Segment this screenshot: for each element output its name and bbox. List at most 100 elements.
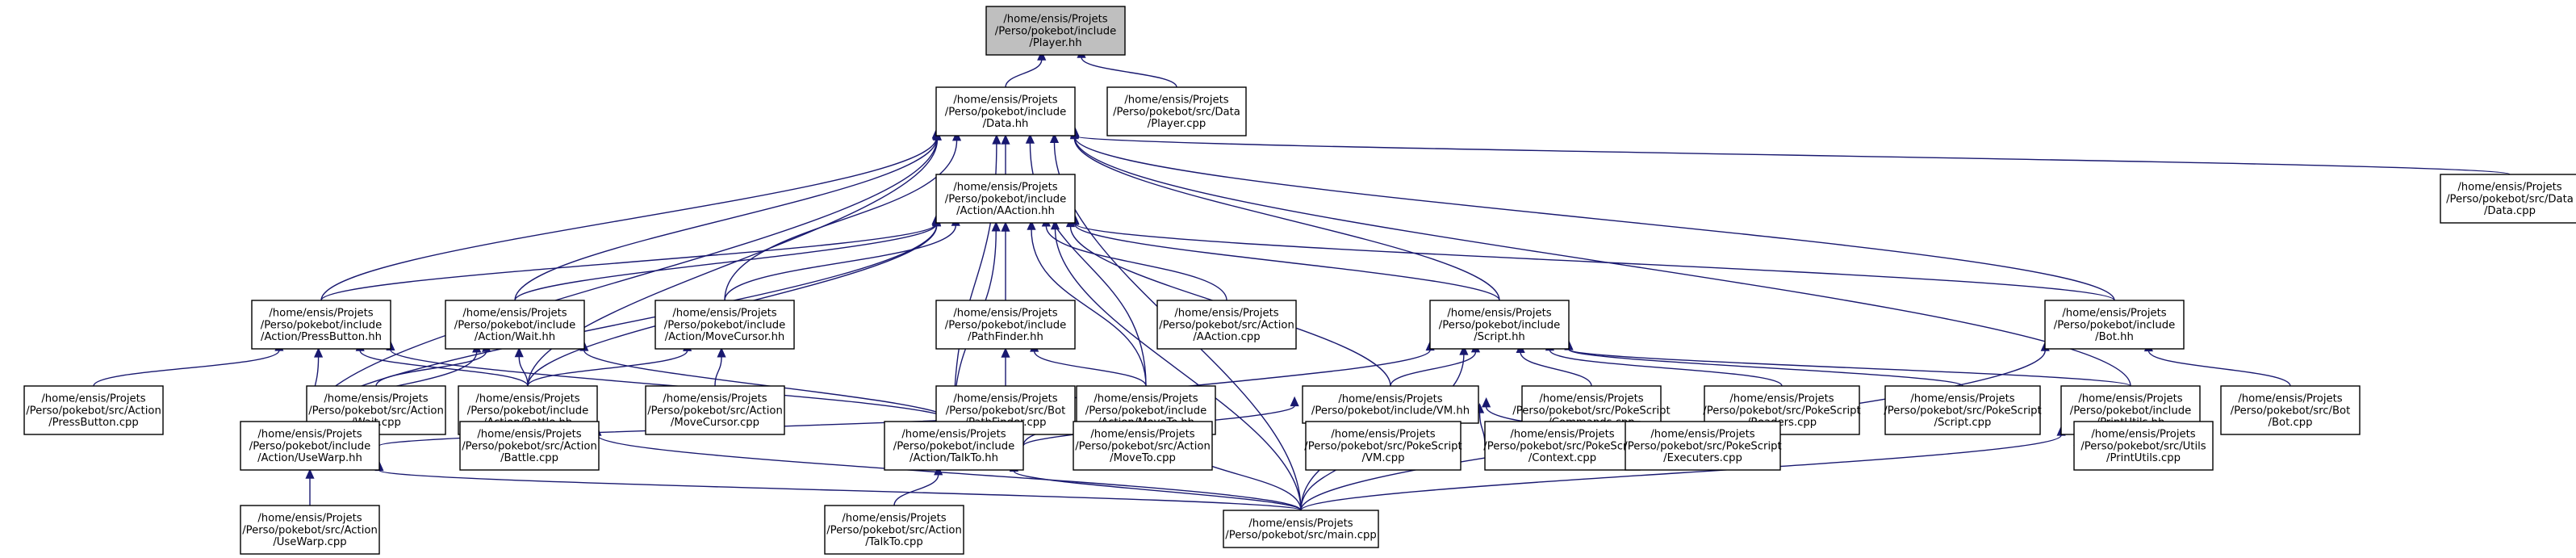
node-pressbutton-cpp[interactable]: /home/ensis/Projets/Perso/pokebot/src/Ac…: [23, 385, 164, 435]
node-label-line: /home/ensis/Projets: [1910, 393, 2014, 405]
node-label-line: /Perso/pokebot/src/PokeScript: [1703, 405, 1860, 417]
node-label-line: /Perso/pokebot/include/VM.hh: [1311, 405, 1470, 417]
edge-pressbutton_hh-to-aaction_hh: [320, 214, 941, 301]
edge-line: [1074, 223, 2115, 301]
node-label-line: /home/ensis/Projets: [1003, 14, 1107, 26]
arrowhead: [1050, 219, 1060, 230]
node-label-line: /home/ensis/Projets: [324, 393, 428, 405]
edge-bot_hh-to-aaction_hh: [1070, 214, 2115, 301]
node-moveto-cpp[interactable]: /home/ensis/Projets/Perso/pokebot/src/Ac…: [1073, 421, 1213, 471]
node-box: [1156, 300, 1297, 350]
node-label-line: /Perso/pokebot/include: [454, 319, 575, 331]
node-executers-cpp[interactable]: /home/ensis/Projets/Perso/pokebot/src/Po…: [1624, 421, 1782, 471]
node-aaction-hh[interactable]: /home/ensis/Projets/Perso/pokebot/includ…: [935, 174, 1076, 224]
node-movecursor-hh[interactable]: /home/ensis/Projets/Perso/pokebot/includ…: [654, 300, 795, 350]
edge-data_hh-to-player_hh: [1005, 50, 1047, 88]
node-label-line: /Action/TalkTo.hh: [910, 452, 998, 464]
edge-line: [1549, 350, 1783, 387]
node-label-line: /home/ensis/Projets: [1338, 393, 1442, 405]
edge-line: [359, 350, 529, 387]
node-label-line: /Action/Wait.hh: [475, 331, 555, 343]
node-script-hh[interactable]: /home/ensis/Projets/Perso/pokebot/includ…: [1429, 300, 1570, 350]
node-label-line: /Perso/pokebot/src/main.cpp: [1225, 530, 1376, 542]
node-label-line: /home/ensis/Projets: [663, 393, 767, 405]
node-label-line: /PathFinder.hh: [968, 331, 1043, 343]
node-box: [459, 421, 600, 471]
node-label-line: /Perso/pokebot/src/Bot: [946, 405, 1066, 417]
node-data-cpp[interactable]: /home/ensis/Projets/Perso/pokebot/src/Da…: [2440, 174, 2576, 224]
edge-usewarp_cpp-to-usewarp_hh: [305, 468, 315, 506]
node-talkto-cpp[interactable]: /home/ensis/Projets/Perso/pokebot/src/Ac…: [824, 505, 964, 555]
arrowhead: [1027, 220, 1036, 230]
edge-movecursor_cpp-to-movecursor_hh: [714, 347, 726, 387]
node-context-cpp[interactable]: /home/ensis/Projets/Perso/pokebot/src/Po…: [1483, 421, 1641, 471]
node-box: [240, 421, 380, 471]
arrowhead: [514, 346, 524, 358]
node-box: [1223, 510, 1379, 548]
edge-battle_hh-to-wait_hh: [514, 346, 529, 387]
node-label-line: /Perso/pokebot/src/PokeScript: [1304, 440, 1462, 452]
edge-moveto_hh-to-pathfinder_hh: [1030, 342, 1147, 387]
node-label-line: /home/ensis/Projets: [1331, 429, 1435, 441]
node-talkto-hh[interactable]: /home/ensis/Projets/Perso/pokebot/includ…: [884, 421, 1024, 471]
edge-pathfinder_cpp-to-pathfinder_hh: [1001, 347, 1010, 387]
node-label-line: /Bot.cpp: [2269, 417, 2313, 429]
node-vm-hh[interactable]: /home/ensis/Projets/Perso/pokebot/includ…: [1302, 385, 1479, 424]
node-box: [935, 174, 1076, 224]
node-aaction-cpp[interactable]: /home/ensis/Projets/Perso/pokebot/src/Ac…: [1156, 300, 1297, 350]
node-pressbutton-hh[interactable]: /home/ensis/Projets/Perso/pokebot/includ…: [251, 300, 391, 350]
node-label-line: /Perso/pokebot/src/Action: [647, 405, 783, 417]
edge-line: [1074, 135, 2511, 175]
node-label-line: /Perso/pokebot/include: [1085, 405, 1206, 417]
node-label-line: /Perso/pokebot/include: [995, 25, 1116, 37]
arrowhead: [314, 347, 324, 358]
node-label-line: /home/ensis/Projets: [1539, 393, 1643, 405]
node-label-line: /Perso/pokebot/src/Utils: [2080, 440, 2206, 452]
node-label-line: /home/ensis/Projets: [2062, 308, 2166, 320]
edge-line: [1300, 434, 2062, 511]
edge-moveto_hh-to-aaction_hh: [1027, 220, 1147, 387]
node-label-line: /AAction.cpp: [1193, 331, 1260, 343]
node-battle-cpp[interactable]: /home/ensis/Projets/Perso/pokebot/src/Ac…: [459, 421, 600, 471]
node-label-line: /Perso/pokebot/src/PokeScript: [1624, 440, 1781, 452]
edge-movecursor_hh-to-aaction_hh: [724, 216, 960, 301]
edge-line: [320, 137, 938, 301]
node-usewarp-cpp[interactable]: /home/ensis/Projets/Perso/pokebot/src/Ac…: [240, 505, 380, 555]
node-label-line: /MoveTo.cpp: [1110, 452, 1176, 464]
node-printutils-cpp[interactable]: /home/ensis/Projets/Perso/pokebot/src/Ut…: [2073, 421, 2214, 471]
edge-line: [1073, 138, 1500, 301]
node-data-hh[interactable]: /home/ensis/Projets/Perso/pokebot/includ…: [935, 86, 1076, 136]
node-script-cpp[interactable]: /home/ensis/Projets/Perso/pokebot/src/Po…: [1884, 385, 2042, 435]
node-box: [1429, 300, 1570, 350]
node-label-line: /Script.hh: [1474, 331, 1525, 343]
node-label-line: /home/ensis/Projets: [2078, 393, 2182, 405]
arrowhead: [1290, 396, 1299, 407]
node-box: [935, 86, 1076, 136]
node-label-line: /Perso/pokebot/include: [1439, 319, 1560, 331]
edge-wait_hh-to-data_hh: [514, 128, 942, 301]
node-label-line: /home/ensis/Projets: [1447, 308, 1551, 320]
node-box: [1884, 385, 2041, 435]
node-pathfinder-hh[interactable]: /home/ensis/Projets/Perso/pokebot/includ…: [935, 300, 1076, 350]
node-player-cpp[interactable]: /home/ensis/Projets/Perso/pokebot/src/Da…: [1106, 86, 1247, 136]
node-box: [2073, 421, 2214, 471]
node-usewarp-hh[interactable]: /home/ensis/Projets/Perso/pokebot/includ…: [240, 421, 380, 471]
edge-aaction_cpp-to-aaction_hh: [1041, 216, 1227, 301]
node-label-line: /UseWarp.cpp: [273, 536, 346, 548]
node-box: [935, 300, 1076, 350]
node-movecursor-cpp[interactable]: /home/ensis/Projets/Perso/pokebot/src/Ac…: [645, 385, 785, 435]
node-label-line: /home/ensis/Projets: [1729, 393, 1834, 405]
node-wait-hh[interactable]: /home/ensis/Projets/Perso/pokebot/includ…: [445, 300, 585, 350]
node-main-cpp[interactable]: /home/ensis/Projets/Perso/pokebot/src/ma…: [1223, 510, 1379, 548]
edge-line: [2147, 350, 2291, 387]
node-label-line: /home/ensis/Projets: [257, 513, 362, 525]
node-vm-cpp[interactable]: /home/ensis/Projets/Perso/pokebot/src/Po…: [1304, 421, 1462, 471]
node-bot-hh[interactable]: /home/ensis/Projets/Perso/pokebot/includ…: [2044, 300, 2185, 350]
node-label-line: /Perso/pokebot/include: [945, 319, 1066, 331]
node-bot-cpp[interactable]: /home/ensis/Projets/Perso/pokebot/src/Bo…: [2220, 385, 2361, 435]
node-label-line: /home/ensis/Projets: [269, 308, 373, 320]
edge-line: [1568, 349, 1963, 387]
node-label-line: /Perso/pokebot/include: [249, 440, 370, 452]
edge-line: [375, 350, 487, 387]
edge-bot_hh-to-data_hh: [1070, 127, 2115, 301]
